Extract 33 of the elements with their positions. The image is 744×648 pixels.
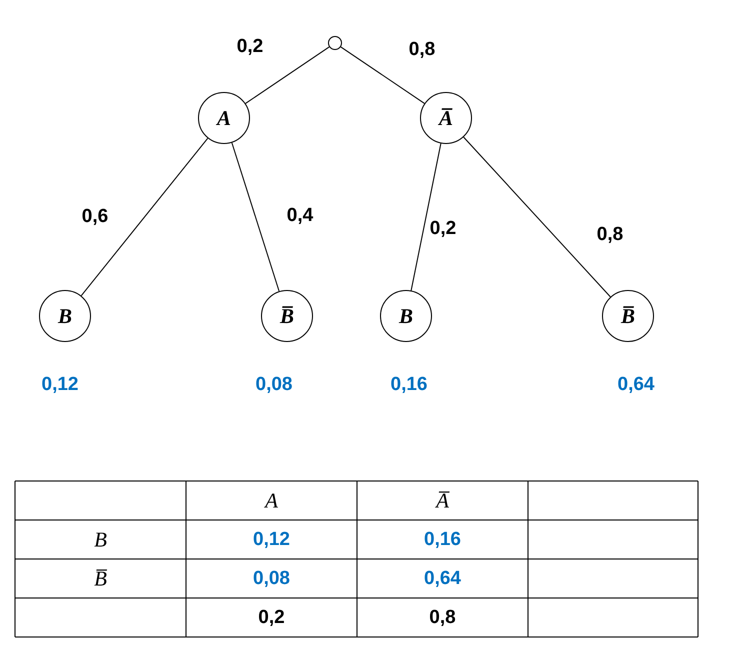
event-circle: A [198,92,250,144]
table-header: B [94,527,107,552]
table-header: A̅ [436,488,449,513]
total-value: 0,2 [258,606,285,628]
probability-value: 0,16 [390,374,428,396]
root-circle [328,36,342,50]
table-header: B̅ [94,566,107,591]
probability-value: 0,64 [618,374,654,396]
probability-value: 0,08 [256,374,292,396]
event-circle: B [39,290,91,342]
probability-value: 0,16 [424,528,461,550]
probability-value: 0,12 [42,374,78,396]
probability-value: 0,64 [424,568,461,590]
edge-label: 0,8 [408,39,436,61]
branch-line [340,46,425,104]
branch-line [463,136,611,298]
branch-line [245,46,330,104]
edge-label: 0,6 [82,206,108,228]
branch-line [80,138,208,296]
branch-line [410,142,442,292]
edge-label: 0,2 [430,218,456,240]
edge-label: 0,8 [596,224,624,246]
table-header: A [265,488,278,513]
event-circle: A̅ [420,92,472,144]
event-circle: B̅ [602,290,654,342]
probability-value: 0,12 [253,528,290,550]
event-circle: B̅ [261,290,313,342]
branch-line [231,142,280,292]
edge-label: 0,2 [236,36,264,58]
probability-value: 0,08 [253,568,290,590]
edge-label: 0,4 [286,205,314,227]
event-circle: B [380,290,432,342]
total-value: 0,8 [429,606,456,628]
